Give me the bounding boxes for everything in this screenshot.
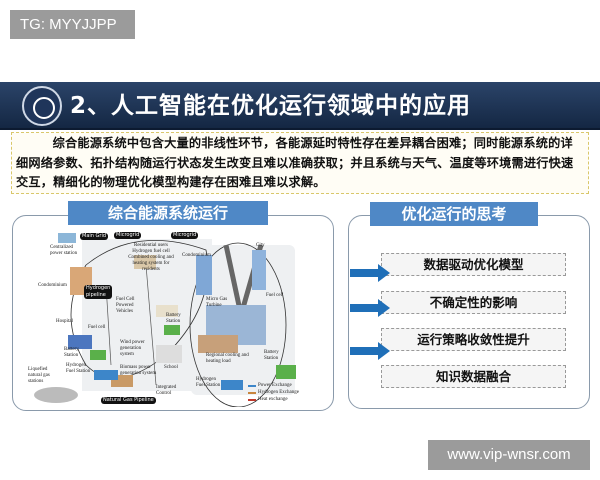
left-panel-title: 综合能源系统运行 [68,201,268,225]
label-gas-pipeline: Natural Gas Pipeline [101,397,156,404]
arrow-right-icon [350,342,390,360]
item-convergence: 运行策略收敛性提升 [381,328,566,351]
title-banner [0,82,600,130]
label-condominium: Condominium [38,283,67,288]
label-condominium: Condominium [182,253,211,258]
label-hospital: Hospital [56,319,73,324]
watermark-top: TG: MYYJJPP [10,10,135,39]
legend-hydrogen: Hydrogen Exchange [258,390,299,395]
label-residential: Residential users Hydrogen fuel cell Com… [128,243,174,272]
diagram-lines [34,233,296,407]
label-city: City [256,243,265,248]
arrow-right-icon [350,299,390,317]
university-logo [22,86,62,126]
label-regional: Regional cooling and heating load [206,353,249,364]
label-microgrid: Microgrid [171,232,199,239]
intro-text: 综合能源系统中包含大量的非线性环节，各能源延时特性存在差异耦合困难；同时能源系统… [11,132,589,194]
legend-power: Power Exchange [258,383,292,388]
label-control: Integrated Control [156,385,177,396]
item-uncertainty: 不确定性的影响 [381,291,566,314]
label-battery-station: Battery Station [64,347,79,358]
label-hydrogen-station: Hydrogen Fuel Station [196,377,221,388]
label-main-grid: Main Grid [80,233,109,240]
label-fuel-cell: Fuel cell [266,293,284,298]
item-data-driven-model: 数据驱动优化模型 [381,253,566,276]
label-fcv: Fuel Cell Powered Vehicles [116,297,135,314]
label-fuel-cell: Fuel cell [88,325,106,330]
item-knowledge-data-fusion: 知识数据融合 [381,365,566,388]
energy-system-diagram: Main Grid Microgrid Microgrid Centralize… [16,225,330,407]
right-panel-title: 优化运行的思考 [370,202,538,226]
slide-title: 2、人工智能在优化运行领域中的应用 [70,93,472,119]
label-biomass: Biomass power generation system [120,365,157,376]
arrow-right-icon [350,264,390,282]
label-lng: Liquefied natural gas stations [28,367,50,384]
label-central: Centralized power station [50,245,78,256]
label-hydrogen-pipeline: Hydrogen pipeline [84,285,112,299]
label-microgrid: Microgrid [114,232,142,239]
label-battery-station: Battery Station [264,350,279,361]
label-battery-station: Battery Station [166,313,181,324]
label-hydrogen-station: Hydrogen Fuel Station [66,363,91,374]
legend-heat: Heat exchange [258,397,288,402]
label-school: School [164,365,178,370]
label-turbine: Micro Gas Turbine [206,297,228,308]
label-wind: Wind power generation system [120,340,145,357]
watermark-bottom: www.vip-wnsr.com [428,440,590,470]
